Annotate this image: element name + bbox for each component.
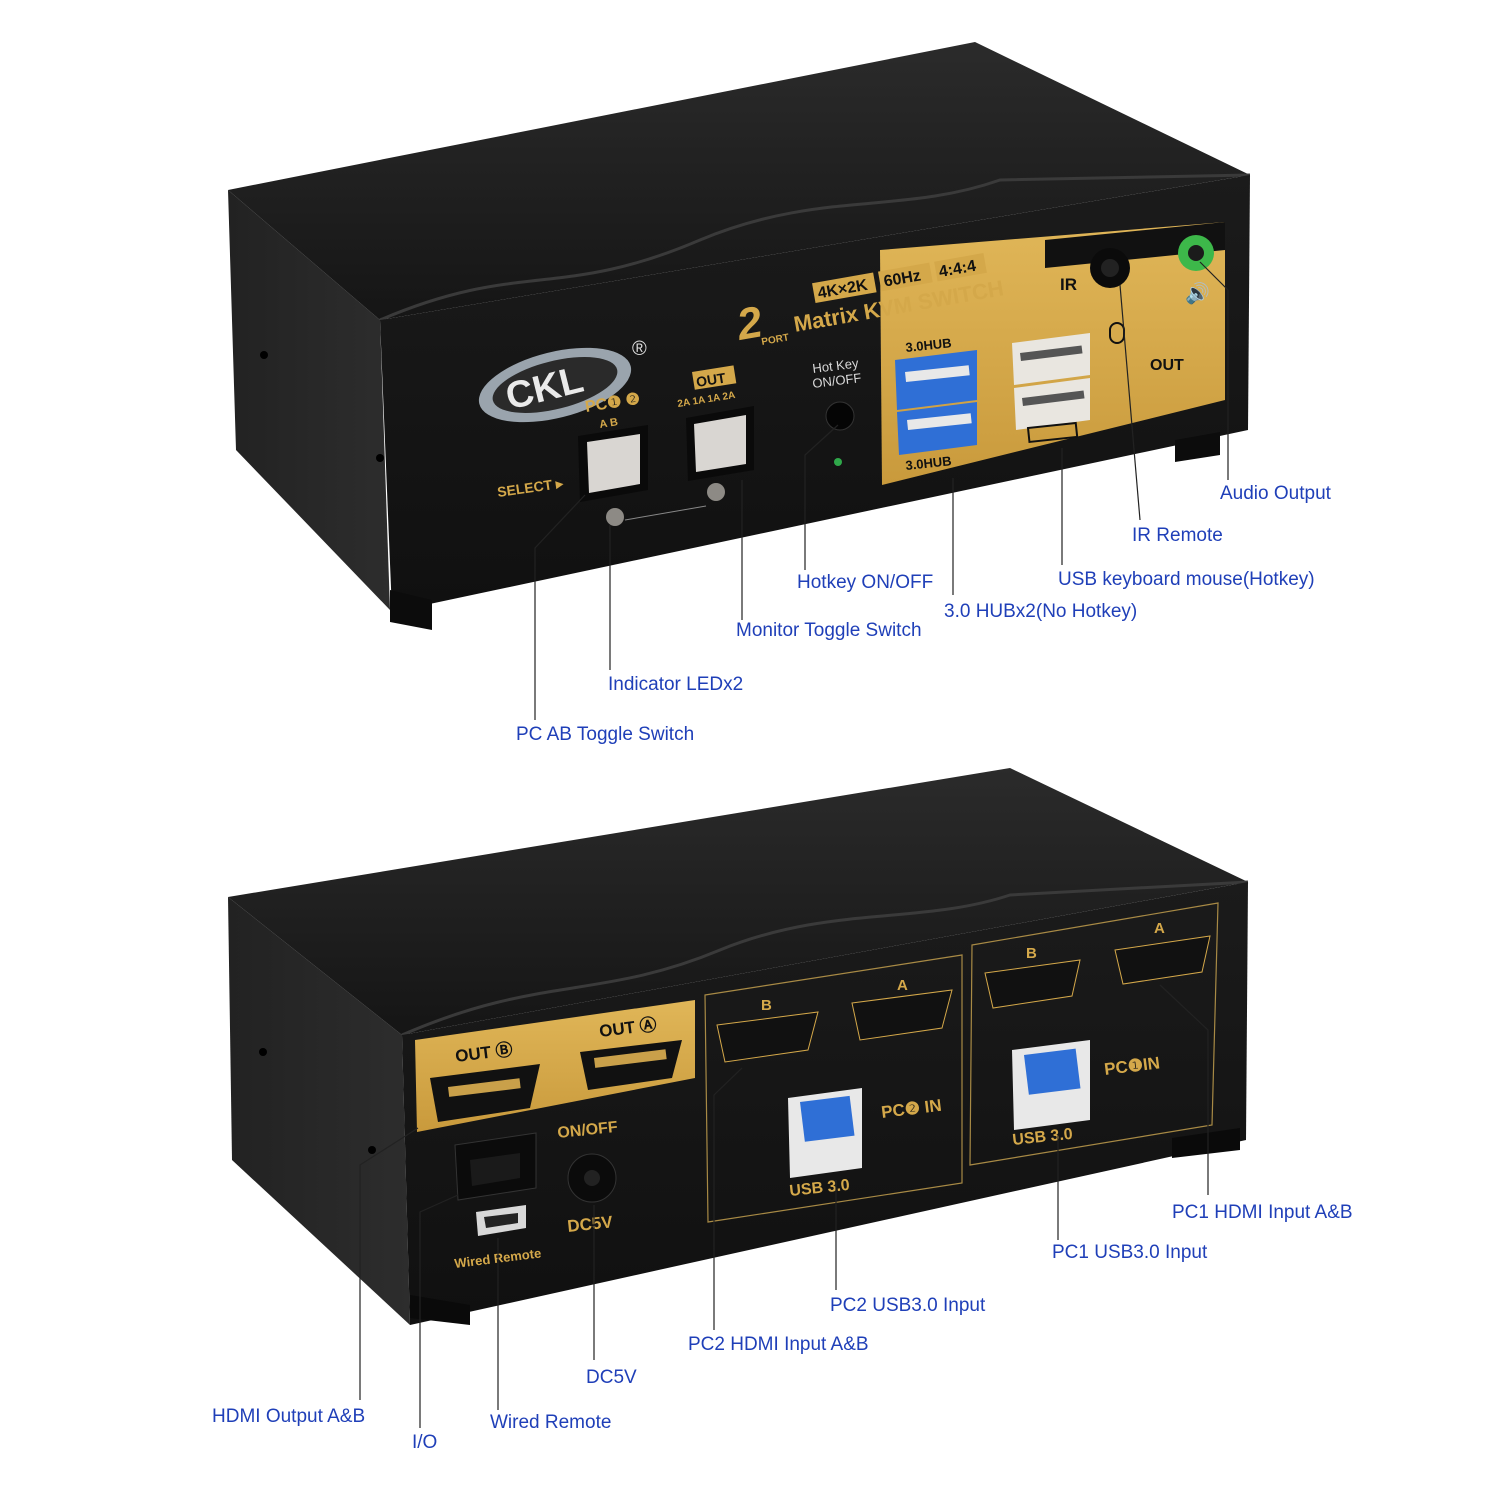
callout-ir-remote: IR Remote xyxy=(1132,525,1223,546)
pc1-port-b: B xyxy=(1026,945,1037,962)
usb-hub-port-1[interactable] xyxy=(895,350,977,410)
front-callout-lines xyxy=(534,261,1229,720)
hdmi-out-b-port[interactable] xyxy=(430,1064,540,1122)
callout-usb-keyboard-mouse: USB keyboard mouse(Hotkey) xyxy=(1058,569,1315,590)
pc2-port-a: A xyxy=(897,977,908,994)
callout-audio-output: Audio Output xyxy=(1220,483,1331,504)
on-off-label: ON/OFF xyxy=(557,1119,619,1142)
rear-callout-lines xyxy=(359,984,1209,1428)
pc2-hdmi-a-port[interactable] xyxy=(851,989,953,1041)
hotkey-button[interactable] xyxy=(825,401,855,431)
callout-pc1-hdmi: PC1 HDMI Input A&B xyxy=(1172,1202,1353,1223)
callout-pc-ab-toggle: PC AB Toggle Switch xyxy=(516,724,695,745)
callout-dc5v: DC5V xyxy=(586,1367,637,1388)
indicator-led-2 xyxy=(707,483,725,501)
pc1-hdmi-b-port[interactable] xyxy=(984,959,1081,1009)
callout-pc1-usb: PC1 USB3.0 Input xyxy=(1052,1242,1208,1263)
pc2-port-b: B xyxy=(761,997,772,1014)
badge-hz: 60Hz xyxy=(882,267,922,290)
speaker-icon: 🔊 xyxy=(1185,281,1210,305)
brand-port-sub: PORT xyxy=(761,332,790,348)
hotkey-led xyxy=(834,458,842,466)
callout-hub-x2: 3.0 HUBx2(No Hotkey) xyxy=(944,601,1138,622)
hub-bottom-label: 3.0HUB xyxy=(905,453,953,473)
callout-pc2-hdmi: PC2 HDMI Input A&B xyxy=(688,1334,869,1355)
badge-chroma: 4:4:4 xyxy=(938,258,978,281)
indicator-led-1 xyxy=(606,508,624,526)
callout-indicator-led: Indicator LEDx2 xyxy=(608,674,744,695)
ir-label: IR xyxy=(1060,275,1077,294)
pc1-input-block xyxy=(969,902,1219,1166)
usb-mouse-port[interactable] xyxy=(1012,333,1090,385)
pc2-usb-label: USB 3.0 xyxy=(789,1177,851,1200)
hotkey-label-2: ON/OFF xyxy=(812,370,863,391)
hotkey-label-1: Hot Key xyxy=(812,355,860,376)
callout-pc2-usb: PC2 USB3.0 Input xyxy=(830,1295,986,1316)
pc1-port-a: A xyxy=(1154,920,1165,937)
callout-monitor-toggle: Monitor Toggle Switch xyxy=(736,620,922,641)
hub-top-label: 3.0HUB xyxy=(905,335,953,355)
svg-text:OUT: OUT xyxy=(695,369,727,389)
pc2-hdmi-b-port[interactable] xyxy=(716,1011,819,1063)
rear-unit: OUT Ⓑ OUT Ⓐ ON/OFF DC5V Wired Remote B A… xyxy=(228,768,1249,1325)
keyboard-icon xyxy=(1026,421,1079,444)
svg-text:®: ® xyxy=(632,338,647,360)
callout-hdmi-output: HDMI Output A&B xyxy=(212,1406,366,1427)
usb-keyboard-port[interactable] xyxy=(1014,378,1090,430)
pc2-input-block xyxy=(704,954,963,1223)
monitor-toggle-button[interactable] xyxy=(694,415,746,472)
callout-wired-remote: Wired Remote xyxy=(490,1412,612,1433)
callout-io: I/O xyxy=(412,1432,438,1453)
pc-ab-label: A B xyxy=(599,416,619,431)
front-unit: CKL ® 2 PORT 4K×2K 60Hz 4:4:4 Matrix KVM… xyxy=(228,42,1251,630)
ckl-logo: CKL ® xyxy=(478,338,647,423)
out-panel-label: OUT xyxy=(1150,357,1184,374)
pc-select-button[interactable] xyxy=(587,434,640,493)
dc5v-label: DC5V xyxy=(566,1212,614,1236)
callout-hotkey: Hotkey ON/OFF xyxy=(797,572,934,593)
pc1-hdmi-a-port[interactable] xyxy=(1114,935,1211,985)
